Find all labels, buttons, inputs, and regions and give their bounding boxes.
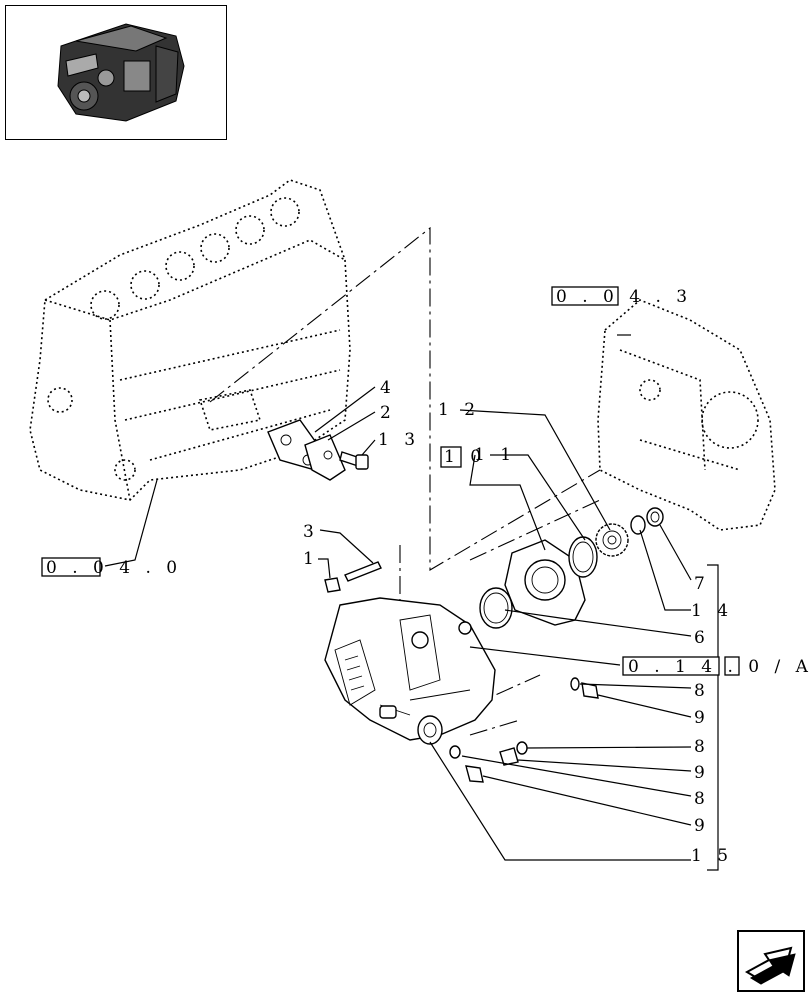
callout-7: 7 (694, 574, 710, 594)
callout-12: 1 2 (438, 400, 480, 420)
gear-part (595, 523, 629, 557)
callout-2: 2 (380, 403, 396, 423)
reference-block-link[interactable]: 0 . 0 4 . 0 (41, 557, 182, 578)
o-ring-part-8-lower (449, 745, 461, 759)
reference-cover-link[interactable]: 0 . 0 4 . 3 (551, 286, 692, 307)
o-ring-part-8-middle (516, 741, 528, 755)
callout-9-middle: 9 (694, 763, 710, 783)
callout-14: 1 4 (691, 601, 733, 621)
reference-cover-text: 0 . 0 4 . 3 (556, 287, 692, 307)
callout-11: 1 1 (474, 445, 516, 465)
stud-part-3 (344, 561, 382, 582)
callout-9-upper: 9 (694, 708, 710, 728)
next-page-button[interactable] (737, 930, 805, 992)
o-ring-part-6 (479, 587, 513, 629)
engine-thumbnail-frame[interactable] (5, 5, 227, 140)
reference-pump-text: 0 . 1 4 . 0 / A (628, 657, 812, 677)
injection-pump-part (324, 597, 496, 745)
flange-part-11 (504, 539, 586, 626)
reference-small-text: 1 0 (444, 447, 486, 467)
callout-9-lower: 9 (694, 816, 710, 836)
callout-15: 1 5 (691, 846, 733, 866)
nut-part-1 (324, 577, 341, 593)
timing-cover (597, 299, 776, 531)
nut-part-7 (646, 507, 664, 527)
fitting-part-9-lower (465, 765, 484, 783)
leader-lines (104, 334, 719, 871)
reference-pump-link[interactable]: 0 . 1 4 . 0 / A (622, 656, 812, 677)
callout-4: 4 (380, 378, 396, 398)
callout-8-lower: 8 (694, 789, 710, 809)
engine-thumbnail-icon (57, 23, 185, 122)
screw-part-13 (339, 451, 369, 470)
callout-1: 1 (303, 549, 319, 569)
callout-6: 6 (694, 628, 710, 648)
o-ring-part-12 (568, 536, 598, 578)
callout-8-upper: 8 (694, 681, 710, 701)
reference-block-text: 0 . 0 4 . 0 (46, 558, 182, 578)
reference-small-link[interactable]: 1 0 (440, 446, 486, 468)
plate-part-2 (304, 434, 346, 481)
next-page-arrow-icon (744, 946, 796, 985)
callout-8-middle: 8 (694, 737, 710, 757)
fitting-part-9-middle (499, 747, 519, 766)
engine-block (29, 179, 351, 501)
callout-13: 1 3 (378, 430, 420, 450)
o-ring-part-8-upper (570, 677, 580, 691)
washer-part-14 (630, 515, 646, 535)
fitting-part-9-upper (581, 682, 599, 699)
callout-3: 3 (303, 522, 319, 542)
